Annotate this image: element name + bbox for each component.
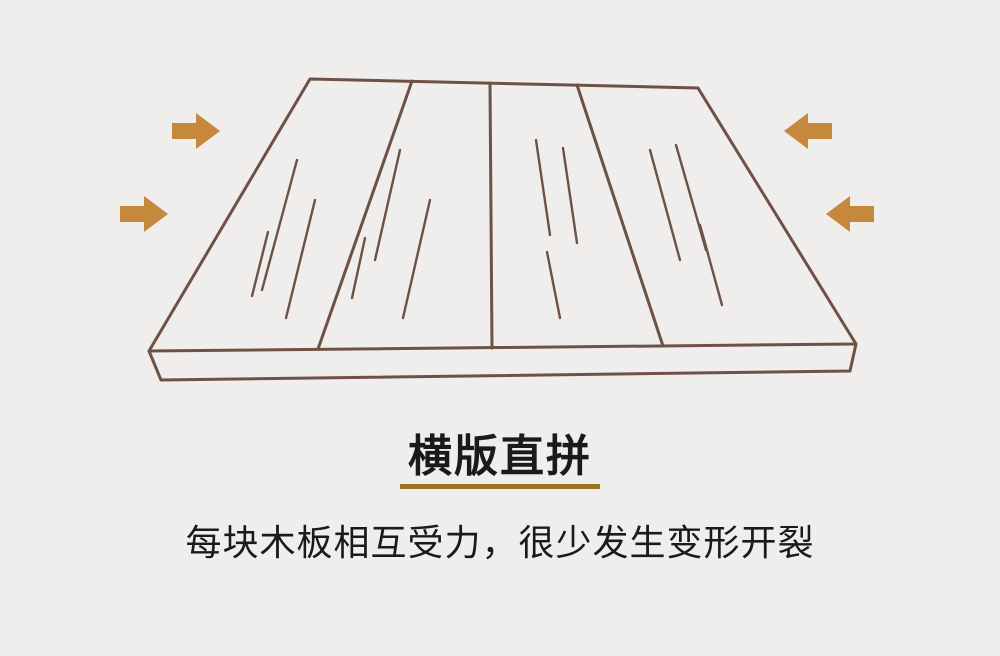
pressure-arrows-group: [120, 113, 874, 232]
wood-grain-lines: [350, 148, 432, 320]
wood-grain-lines: [250, 158, 317, 320]
board-diagram: [120, 77, 874, 382]
title-block: 横版直拼: [0, 432, 1000, 490]
arrow-left-icon: [784, 113, 832, 149]
plank-divider: [575, 83, 665, 348]
board-outline-group: [147, 77, 858, 382]
arrow-left-icon: [826, 196, 874, 232]
title-underline-bar: [400, 484, 600, 490]
plank-divider: [488, 81, 494, 350]
wood-grain-lines: [534, 138, 579, 320]
board-top-surface: [147, 77, 858, 353]
section-subtitle: 每块木板相互受力，很少发生变形开裂: [185, 522, 815, 563]
title-underline: [400, 484, 600, 490]
arrow-right-icon: [172, 113, 220, 149]
board-side-edge: [147, 342, 858, 382]
section-title: 横版直拼: [408, 432, 592, 481]
arrow-right-icon: [120, 196, 168, 232]
plank-divider: [316, 79, 414, 351]
wood-grain-lines: [648, 143, 724, 307]
